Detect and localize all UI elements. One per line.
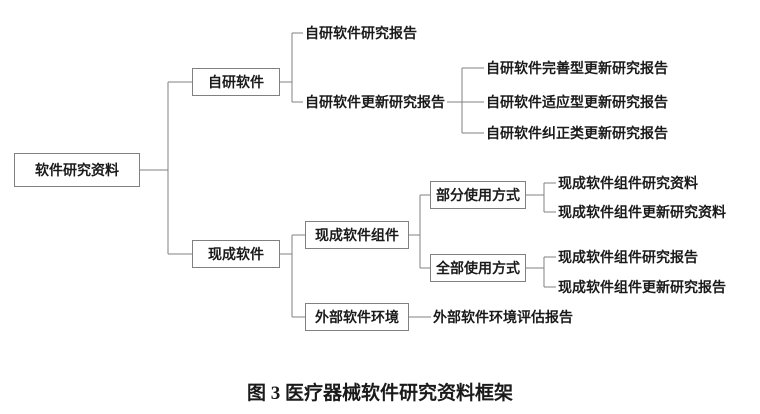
connector-off-the-shelf xyxy=(280,234,305,318)
node-ots-component-research-report: 现成软件组件研究报告 xyxy=(558,249,698,265)
node-ots-component: 现成软件组件 xyxy=(305,221,409,249)
node-ots-component-update-research-report: 现成软件组件更新研究报告 xyxy=(558,279,726,295)
connector-full-use xyxy=(526,256,556,288)
node-software-research-root: 软件研究资料 xyxy=(14,153,140,187)
node-ots-component-update-research-materials: 现成软件组件更新研究资料 xyxy=(558,204,726,220)
node-self-dev-research-report: 自研软件研究报告 xyxy=(305,25,417,41)
figure-caption: 图 3 医疗器械软件研究资料框架 xyxy=(246,383,513,404)
node-partial-use-mode: 部分使用方式 xyxy=(430,181,526,209)
node-self-dev-adaptive-update-report: 自研软件适应型更新研究报告 xyxy=(486,94,668,110)
connector-ots-component xyxy=(409,194,430,269)
node-ots-component-research-materials: 现成软件组件研究资料 xyxy=(558,175,698,191)
node-self-dev-update-report: 自研软件更新研究报告 xyxy=(305,94,445,110)
node-off-the-shelf-software: 现成软件 xyxy=(192,240,280,268)
connector-root xyxy=(140,81,192,255)
node-self-dev-perfective-update-report: 自研软件完善型更新研究报告 xyxy=(486,60,668,76)
node-self-dev-corrective-update-report: 自研软件纠正类更新研究报告 xyxy=(486,125,668,141)
node-external-software-environment: 外部软件环境 xyxy=(305,303,409,331)
node-self-developed-software: 自研软件 xyxy=(192,68,280,96)
connector-partial-use xyxy=(526,182,556,213)
node-external-software-env-assessment-report: 外部软件环境评估报告 xyxy=(433,309,573,325)
node-full-use-mode: 全部使用方式 xyxy=(430,254,526,282)
connector-self-dev-update xyxy=(447,67,484,134)
connector-self-developed xyxy=(280,32,303,103)
